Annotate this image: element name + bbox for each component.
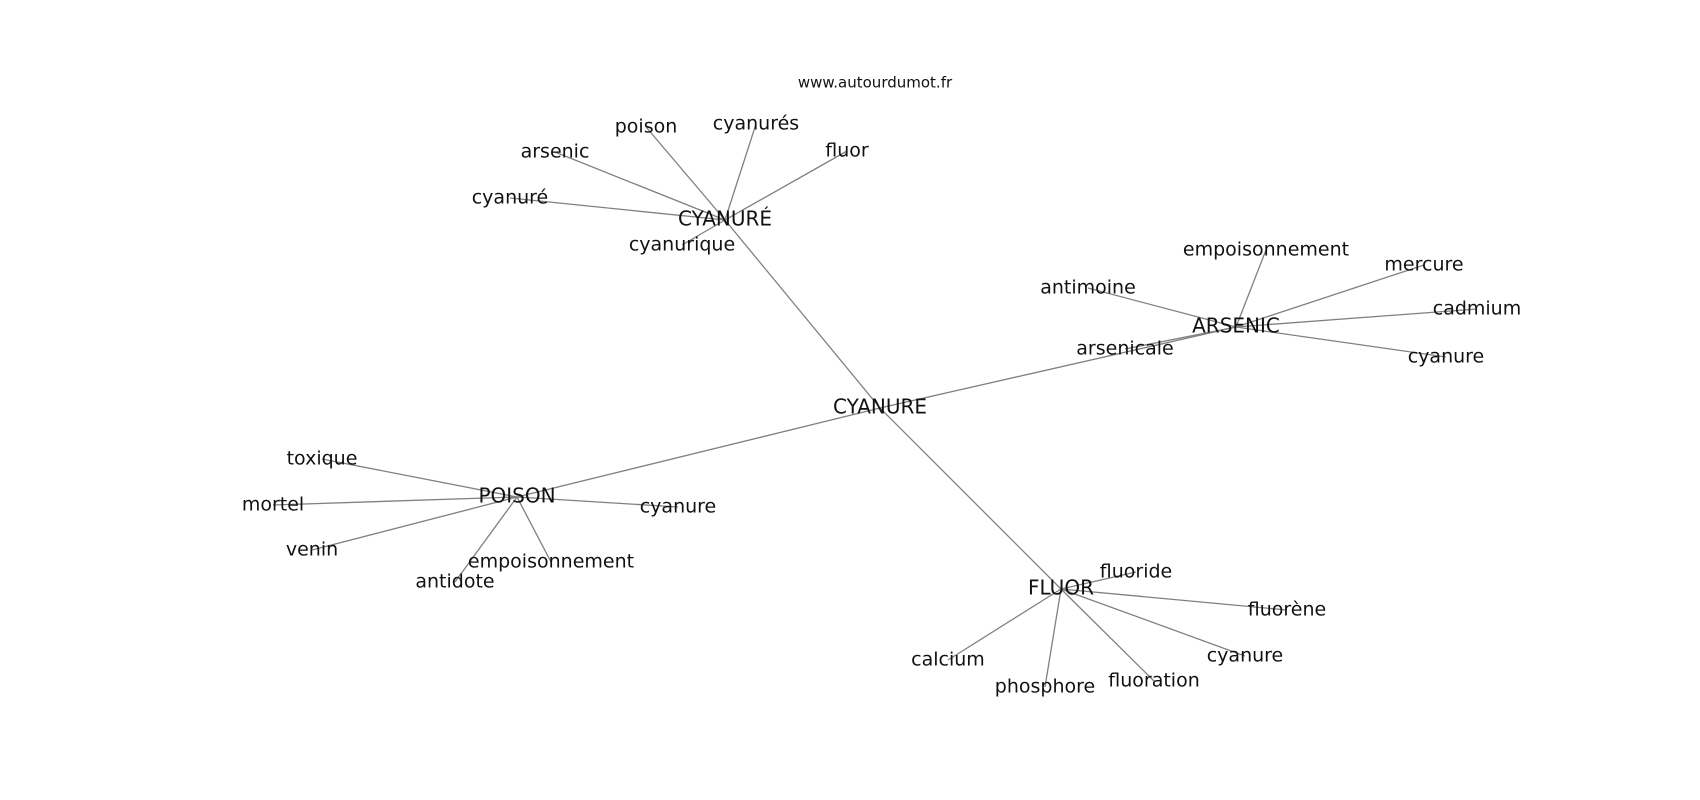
edge-arsenic-child-3 xyxy=(1235,308,1478,328)
edges xyxy=(272,123,1478,688)
leaf-node[interactable]: cyanuré xyxy=(472,187,549,209)
edge-center-to-poison xyxy=(516,407,881,498)
leaf-node[interactable]: phosphore xyxy=(995,676,1095,698)
leaf-node[interactable]: cyanurés xyxy=(713,113,799,135)
leaf-node[interactable]: cadmium xyxy=(1433,298,1522,320)
hub-node-poison[interactable]: POISON xyxy=(478,484,555,508)
edge-fluor-child-1 xyxy=(1060,588,1288,611)
edge-cyanure_accent-child-4 xyxy=(724,150,848,221)
edge-cyanure_accent-child-3 xyxy=(724,123,757,221)
edge-arsenic-child-5 xyxy=(1235,326,1447,358)
edge-cyanure_accent-child-1 xyxy=(554,151,726,221)
hub-node-arsenic[interactable]: ARSENIC xyxy=(1192,314,1280,338)
leaf-node[interactable]: cyanurique xyxy=(629,234,735,256)
edge-cyanure_accent-child-5 xyxy=(681,219,726,246)
leaf-node[interactable]: fluorène xyxy=(1248,599,1326,621)
leaf-node[interactable]: fluoride xyxy=(1100,561,1172,583)
edge-fluor-child-5 xyxy=(1060,588,1155,682)
leaf-node[interactable]: venin xyxy=(286,539,338,561)
edge-fluor-child-4 xyxy=(1044,588,1062,688)
leaf-node[interactable]: cyanure xyxy=(640,496,717,518)
leaf-node[interactable]: arsenicale xyxy=(1076,338,1173,360)
edge-poison-child-4 xyxy=(516,496,552,563)
leaf-node[interactable]: fluoration xyxy=(1108,670,1199,692)
leaf-node[interactable]: fluor xyxy=(825,140,869,162)
edge-poison-child-1 xyxy=(272,496,518,506)
edge-arsenic-child-0 xyxy=(1235,249,1267,328)
edge-poison-child-3 xyxy=(454,496,518,583)
leaf-node[interactable]: poison xyxy=(615,116,678,138)
edge-cyanure_accent-child-2 xyxy=(645,126,726,221)
edge-center-to-arsenic xyxy=(879,326,1237,409)
hub-node-fluor[interactable]: FLUOR xyxy=(1028,576,1094,600)
leaf-node[interactable]: antidote xyxy=(415,571,494,593)
leaf-node[interactable]: mortel xyxy=(242,494,304,516)
edge-arsenic-child-4 xyxy=(1124,326,1237,350)
leaf-node[interactable]: toxique xyxy=(287,448,358,470)
edge-arsenic-child-2 xyxy=(1087,287,1237,328)
edge-poison-child-5 xyxy=(516,496,679,508)
leaf-node[interactable]: empoisonnement xyxy=(468,551,634,573)
leaf-node[interactable]: empoisonnement xyxy=(1183,239,1349,261)
leaf-node[interactable]: mercure xyxy=(1384,254,1463,276)
labels: CYANURE CYANURÉ cyanuré arsenic poison cyanur… xyxy=(242,113,1521,698)
edge-fluor-child-3 xyxy=(947,588,1062,661)
leaf-node[interactable]: calcium xyxy=(911,649,985,671)
center-node[interactable]: CYANURE xyxy=(833,395,927,419)
edge-arsenic-child-1 xyxy=(1235,264,1425,328)
edge-poison-child-0 xyxy=(321,458,518,498)
leaf-node[interactable]: cyanure xyxy=(1408,346,1485,368)
edge-center-to-fluor xyxy=(879,407,1062,590)
edge-cyanure_accent-child-0 xyxy=(509,197,726,221)
edge-fluor-child-2 xyxy=(1060,588,1246,657)
site-watermark[interactable]: www.autourdumot.fr xyxy=(798,74,953,92)
edge-center-to-cyanure_accent xyxy=(724,219,881,409)
edge-poison-child-2 xyxy=(311,496,518,551)
hub-node-cyanure_accent[interactable]: CYANURÉ xyxy=(678,207,772,231)
leaf-node[interactable]: antimoine xyxy=(1040,277,1136,299)
leaf-node[interactable]: cyanure xyxy=(1207,645,1284,667)
edge-fluor-child-0 xyxy=(1060,571,1137,590)
leaf-node[interactable]: arsenic xyxy=(521,141,590,163)
